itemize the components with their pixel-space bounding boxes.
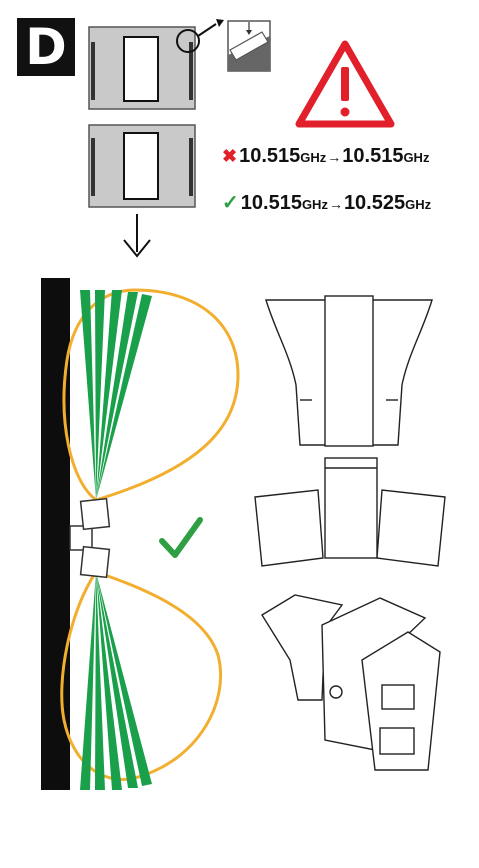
correct-from-unit: GHz	[301, 197, 328, 212]
incorrect-to-unit: GHz	[403, 150, 430, 165]
correct-arrow: →	[328, 196, 343, 212]
checkmark-icon: ✓	[222, 192, 239, 214]
coverage-upper	[62, 288, 240, 502]
correct-from-value: 10.515	[240, 192, 302, 214]
module-top	[88, 19, 224, 110]
incorrect-arrow: →	[327, 149, 342, 165]
step-badge: D	[17, 18, 75, 76]
detector-top-view	[265, 295, 433, 447]
detector-side-view	[254, 457, 446, 567]
incorrect-from-unit: GHz	[300, 150, 327, 165]
correct-to-unit: GHz	[405, 197, 432, 212]
incorrect-to-value: 10.515	[342, 145, 404, 167]
beams-upper	[80, 290, 152, 500]
warning-triangle-icon	[295, 40, 395, 128]
wall-detector	[69, 497, 111, 579]
down-arrow-icon	[123, 214, 151, 258]
wall	[41, 278, 70, 790]
module-bottom	[88, 124, 196, 208]
beams-lower	[80, 572, 152, 790]
cross-icon: ✖	[222, 146, 238, 166]
frequency-correct: ✓10.515GHz→10.525GHz	[222, 190, 431, 215]
dip-switch-icon	[227, 20, 271, 72]
frequency-incorrect: ✖10.515GHz→10.515GHz	[222, 145, 429, 168]
checkmark-icon	[159, 517, 203, 558]
correct-to-value: 10.525	[343, 192, 406, 214]
incorrect-from-value: 10.515	[239, 145, 301, 167]
detector-perspective-view	[261, 594, 441, 771]
zoom-circle	[176, 29, 200, 53]
